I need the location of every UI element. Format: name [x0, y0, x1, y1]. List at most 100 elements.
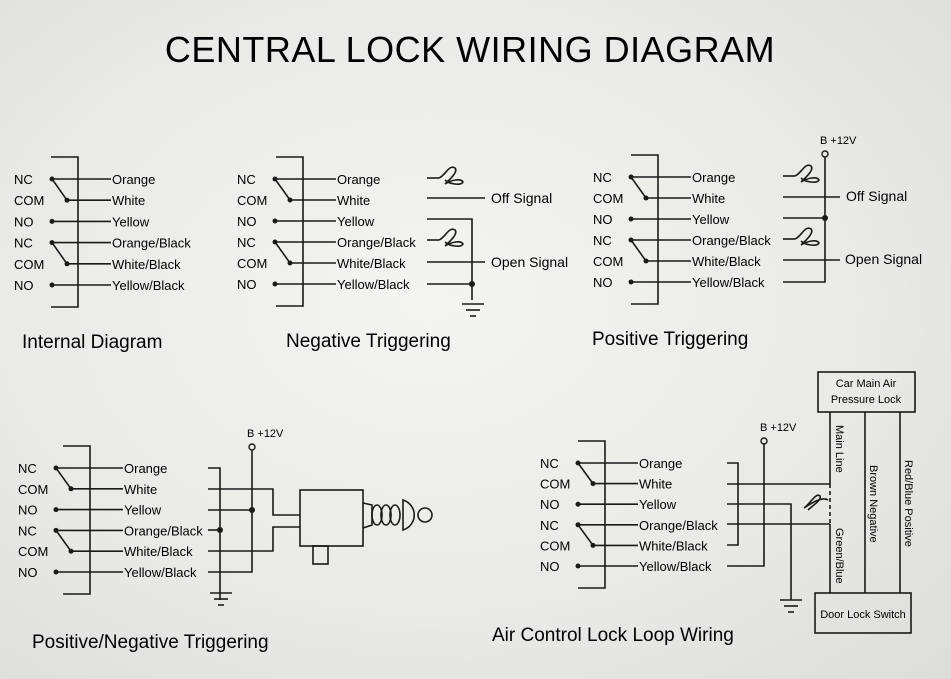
wire-label: Yellow/Black: [112, 278, 185, 293]
pin-label: COM: [237, 256, 267, 271]
wire-label: Yellow: [337, 214, 375, 229]
pin-label: NO: [18, 503, 38, 518]
caption-internal-diagram: Internal Diagram: [22, 332, 162, 353]
wire-label: White/Black: [639, 538, 708, 553]
supply-terminal-icon: [248, 443, 256, 451]
supply-label-air: B +12V: [760, 422, 797, 434]
red-blue-positive-label: Red/Blue Positive: [902, 460, 914, 547]
wire-label: Yellow/Black: [692, 275, 765, 290]
wire-label: White: [124, 482, 157, 497]
wire-label: White: [337, 193, 370, 208]
pin-label: COM: [14, 193, 44, 208]
pin-label: COM: [540, 538, 570, 553]
switch-symbol-icon: [783, 227, 820, 246]
pin-label: NO: [18, 565, 38, 580]
posneg-wiring: B +12V: [208, 428, 433, 606]
wire-label: Orange/Black: [124, 523, 203, 538]
pin-label: NC: [593, 170, 612, 185]
wire-label: Yellow/Black: [337, 277, 410, 292]
door-lock-switch-box: [814, 592, 912, 634]
wire-label: Yellow: [112, 214, 150, 229]
pin-label: NO: [14, 214, 34, 229]
wire-label: White: [639, 477, 672, 492]
wire-label: Orange/Black: [692, 233, 771, 248]
caption-positive-triggering: Positive Triggering: [592, 329, 748, 350]
pin-label: COM: [14, 257, 44, 272]
top-box-line2: Pressure Lock: [831, 394, 902, 406]
wire-label: Yellow: [639, 497, 677, 512]
wire-label: Yellow: [692, 212, 730, 227]
wire-label: Orange/Black: [337, 235, 416, 250]
wire-label: Orange/Black: [639, 518, 718, 533]
wire-label: Orange: [112, 172, 155, 187]
wire-label: White/Black: [124, 544, 193, 559]
supply-label-pos: B +12V: [820, 135, 857, 147]
wire-label: White: [112, 193, 145, 208]
pin-label: COM: [593, 191, 623, 206]
wire-label: White/Black: [337, 256, 406, 271]
supply-terminal-icon: [821, 150, 829, 158]
pin-label: NC: [18, 523, 37, 538]
pin-label: NC: [540, 518, 559, 533]
wire-label: White/Black: [112, 257, 181, 272]
bottom-box-label: Door Lock Switch: [820, 609, 906, 621]
pin-label: COM: [18, 482, 48, 497]
pin-label: NC: [237, 172, 256, 187]
wire-label: Orange: [692, 170, 735, 185]
green-blue-label: Green/Blue: [833, 528, 845, 584]
brown-negative-label: Brown Negative: [867, 465, 879, 543]
top-box-line1: Car Main Air: [836, 378, 897, 390]
ground-icon: [210, 592, 232, 606]
pin-label: NC: [540, 456, 559, 471]
wire-label: Orange/Black: [112, 236, 191, 251]
pin-label: NC: [18, 461, 37, 476]
ground-icon: [462, 303, 484, 317]
car-main-air-pressure-lock-box: [817, 371, 916, 413]
wire-label: Yellow/Black: [639, 559, 712, 574]
ground-icon: [780, 599, 802, 613]
caption-negative-triggering: Negative Triggering: [286, 331, 451, 352]
pin-label: COM: [593, 254, 623, 269]
wire-label: Yellow/Black: [124, 565, 197, 580]
pin-label: COM: [237, 193, 267, 208]
pin-label: COM: [18, 544, 48, 559]
negative-triggering-wiring: Off Signal Open Signal: [427, 166, 568, 317]
supply-terminal-icon: [760, 437, 768, 445]
off-signal-label-pos: Off Signal: [846, 188, 907, 204]
pin-label: NO: [237, 214, 257, 229]
pin-label: NO: [593, 212, 613, 227]
pin-label: NC: [593, 233, 612, 248]
pin-label: NO: [540, 497, 560, 512]
page-title: CENTRAL LOCK WIRING DIAGRAM: [165, 29, 775, 70]
positive-triggering-wiring: B +12V Off Signal Open Signal: [783, 135, 922, 283]
switch-symbol-icon: [427, 166, 464, 185]
open-signal-label-pos: Open Signal: [845, 251, 922, 267]
pin-label: NC: [237, 235, 256, 250]
switch-symbol-icon: [427, 228, 464, 247]
pin-label: NC: [14, 172, 33, 187]
door-lock-actuator-icon: [299, 489, 433, 565]
switch-symbol-icon: [783, 164, 820, 183]
open-signal-label-neg: Open Signal: [491, 254, 568, 270]
caption-air-control: Air Control Lock Loop Wiring: [492, 625, 734, 646]
pin-label: NC: [14, 236, 33, 251]
pin-label: NO: [14, 278, 34, 293]
wire-label: Orange: [124, 461, 167, 476]
switch-symbol-icon: [803, 494, 829, 511]
wire-label: White: [692, 191, 725, 206]
supply-label-posneg: B +12V: [247, 428, 284, 440]
pin-label: NO: [593, 275, 613, 290]
wire-label: Yellow: [124, 503, 162, 518]
wire-label: White/Black: [692, 254, 761, 269]
caption-posneg-triggering: Positive/Negative Triggering: [32, 632, 269, 653]
air-control-wiring: Car Main Air Pressure Lock Door Lock Swi…: [727, 371, 916, 634]
pin-label: NO: [540, 559, 560, 574]
main-line-label: Main Line: [833, 425, 845, 473]
pin-label: COM: [540, 477, 570, 492]
